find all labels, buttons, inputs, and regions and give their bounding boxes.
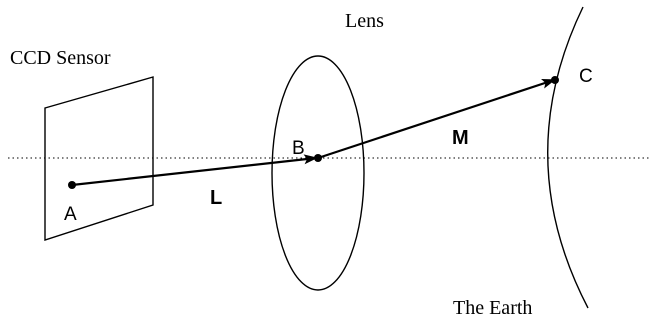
vector-m-label: M bbox=[452, 127, 469, 149]
vector-l-arrow bbox=[71, 154, 318, 187]
earth-surface-curve bbox=[547, 6, 589, 309]
earth-label: The Earth bbox=[453, 297, 532, 319]
point-b-label: B bbox=[292, 138, 305, 159]
vector-m-arrow bbox=[317, 78, 556, 160]
point-a-label: A bbox=[64, 204, 77, 225]
lens-ellipse bbox=[271, 55, 365, 291]
vector-l-label: L bbox=[210, 187, 222, 209]
ccd-sensor-plane bbox=[44, 76, 154, 241]
point-c-label: C bbox=[579, 66, 593, 87]
point-a-dot bbox=[68, 181, 76, 189]
ccd-sensor-label: CCD Sensor bbox=[10, 47, 111, 69]
point-c-dot bbox=[551, 76, 559, 84]
lens-label: Lens bbox=[345, 10, 384, 32]
point-b-dot bbox=[314, 154, 322, 162]
